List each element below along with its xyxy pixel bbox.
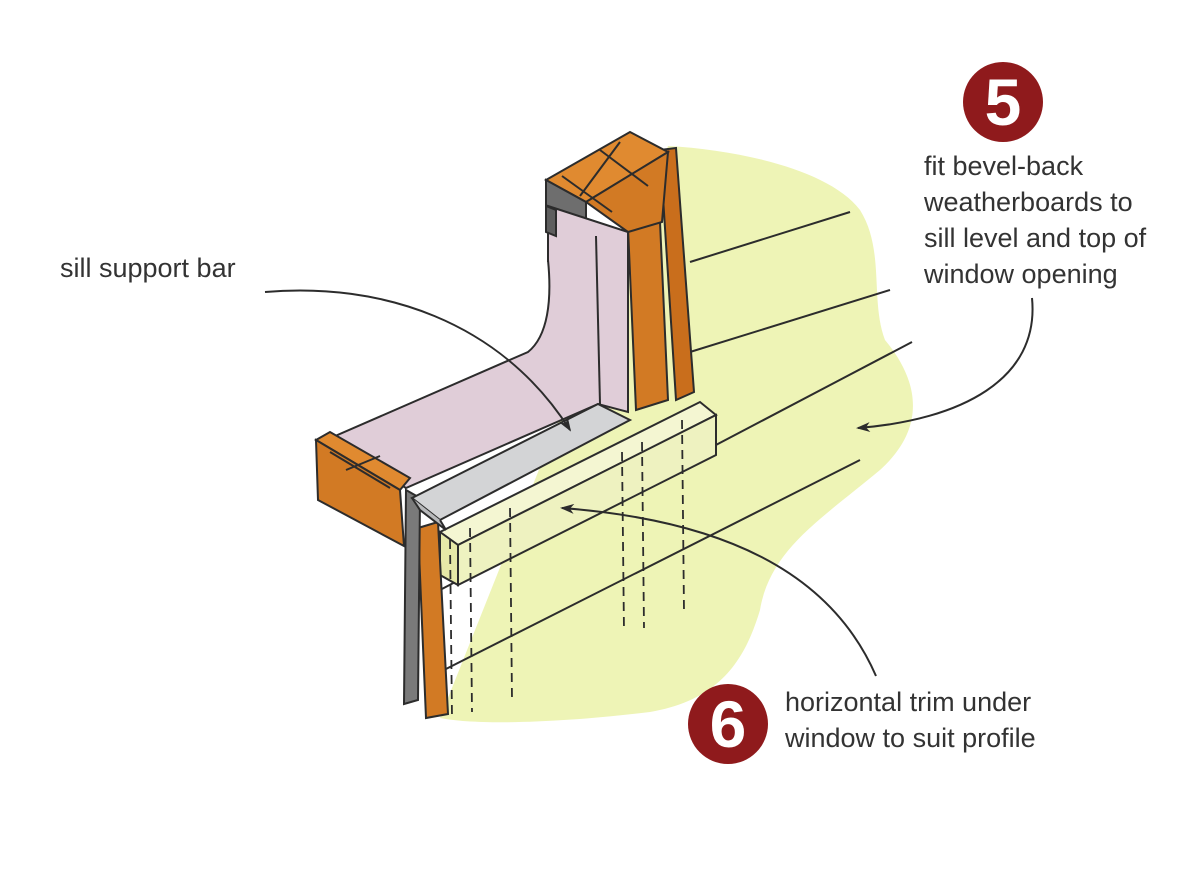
step-6-badge: 6 <box>688 684 768 764</box>
callout-horizontal-trim: horizontal trim under window to suit pro… <box>785 684 1036 756</box>
callout-text: window opening <box>924 259 1118 289</box>
arrow-horizontal-trim <box>560 503 877 677</box>
callout-arrows <box>264 289 1034 677</box>
callout-text: window to suit profile <box>785 723 1036 753</box>
callout-text: fit bevel-back <box>924 151 1084 181</box>
timber-stud <box>416 146 696 720</box>
cavity-closer <box>402 204 557 706</box>
callout-text: sill level and top of <box>924 223 1147 253</box>
top-timber-block <box>543 130 671 234</box>
arrow-weatherboards <box>856 297 1034 433</box>
callout-text: sill support bar <box>60 253 236 283</box>
hidden-fixing-lines <box>449 419 685 719</box>
step-5-badge: 5 <box>963 62 1043 142</box>
horizontal-trim <box>438 400 718 587</box>
sill-timber-block <box>314 430 412 548</box>
sill-support-bar <box>410 402 633 531</box>
callout-sill-support-bar: sill support bar <box>60 250 236 286</box>
callout-weatherboards: fit bevel-back weatherboards to sill lev… <box>924 148 1146 292</box>
arrow-sill-support-bar <box>264 289 572 432</box>
callout-text: weatherboards to <box>924 187 1133 217</box>
callout-text: horizontal trim under <box>785 687 1032 717</box>
